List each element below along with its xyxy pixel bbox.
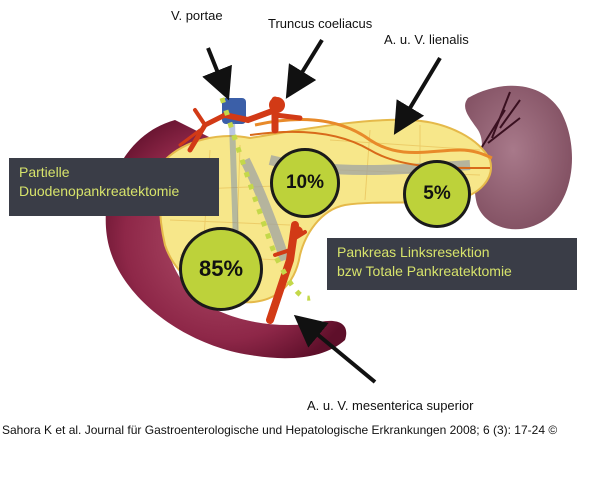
citation-caption: Sahora K et al. Journal für Gastroentero…	[2, 423, 558, 437]
arrow-v-portae	[202, 47, 232, 101]
box-links-line-2: bzw Totale Pankreatektomie	[337, 263, 512, 279]
arrow-truncus	[285, 38, 324, 99]
resection-line	[219, 97, 311, 301]
percentage-circle-head: 85%	[179, 227, 263, 311]
arrow-lienalis	[393, 56, 442, 135]
box-links-line-1: Pankreas Linksresektion	[337, 244, 490, 260]
label-lienalis: A. u. V. lienalis	[384, 32, 469, 47]
label-mesenterica: A. u. V. mesenterica superior	[307, 398, 474, 413]
splenic-vessel	[254, 118, 493, 160]
arrow-mesenterica	[293, 314, 377, 384]
label-truncus-coeliacus: Truncus coeliacus	[268, 16, 373, 31]
percentage-circle-body: 10%	[270, 148, 340, 218]
label-v-portae: V. portae	[171, 8, 223, 23]
box-partielle-line-1: Partielle	[19, 164, 70, 180]
spleen	[465, 85, 572, 230]
percentage-circle-tail: 5%	[403, 160, 471, 228]
box-partielle-line-2: Duodenopankreatektomie	[19, 183, 180, 199]
splenic-hilum-vessels	[479, 91, 521, 151]
box-partielle-duodenopankreatektomie: Partielle Duodenopankreatektomie	[9, 158, 219, 216]
box-linksresektion: Pankreas Linksresektion bzw Totale Pankr…	[327, 238, 577, 290]
